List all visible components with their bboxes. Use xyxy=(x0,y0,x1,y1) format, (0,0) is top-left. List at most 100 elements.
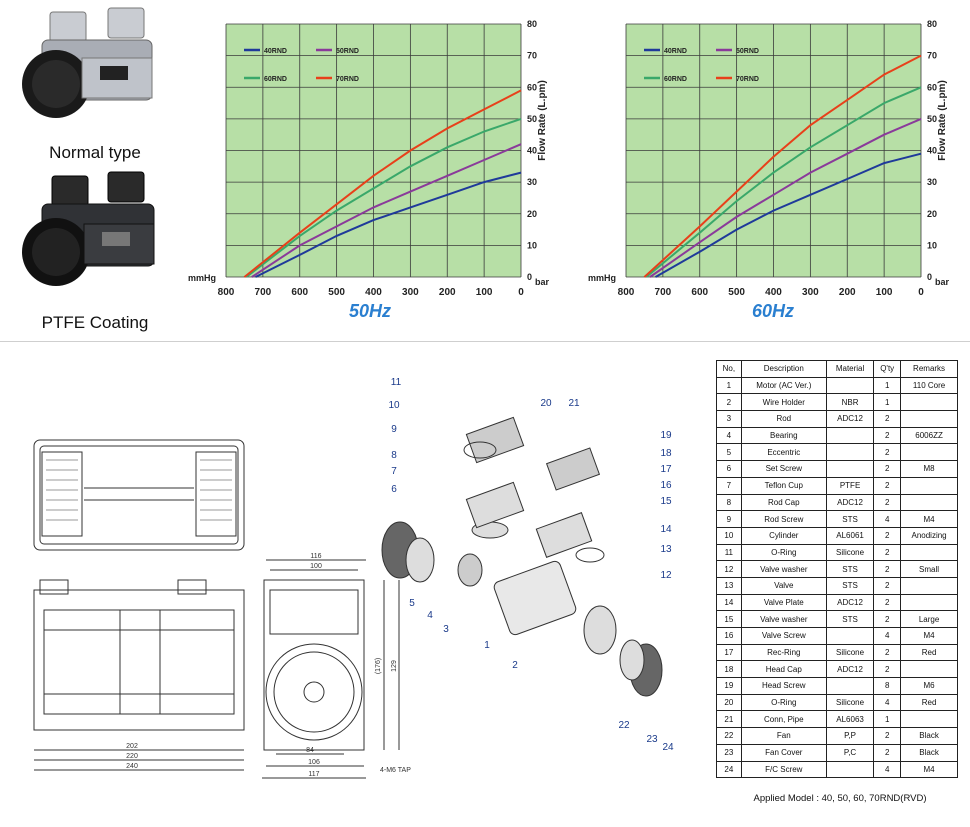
callout-21: 21 xyxy=(568,398,580,409)
callout-11: 11 xyxy=(391,377,402,388)
cell-qty: 2 xyxy=(873,576,902,595)
x-tick-label: 800 xyxy=(618,287,635,298)
cell-material: STS xyxy=(825,576,875,595)
cell-no: 24 xyxy=(716,760,742,779)
cell-remarks xyxy=(900,493,958,512)
cell-description: Eccentric xyxy=(740,443,827,462)
pump-type-label-normal: Normal type xyxy=(49,143,141,162)
legend-label-50rnd: 50RND xyxy=(336,48,359,55)
cell-qty: 1 xyxy=(873,376,902,395)
cell-no: 20 xyxy=(716,693,742,712)
cell-material: ADC12 xyxy=(825,410,875,428)
legend-label-60rnd: 60RND xyxy=(264,76,287,83)
cell-material xyxy=(825,760,875,779)
cell-no: 8 xyxy=(716,493,742,512)
chart-title-50hz: 50Hz xyxy=(348,301,392,321)
x-tick-label: 600 xyxy=(691,287,708,298)
cell-no: 15 xyxy=(716,610,742,628)
cell-no: 2 xyxy=(716,393,742,412)
cell-qty: 2 xyxy=(873,727,902,745)
cell-qty: 4 xyxy=(873,627,902,645)
cell-remarks: Red xyxy=(900,643,958,662)
callout-6: 6 xyxy=(391,484,397,495)
cell-qty: 2 xyxy=(873,610,902,628)
cell-material: ADC12 xyxy=(825,493,875,512)
cell-description: Rod xyxy=(740,410,827,428)
cell-qty: 4 xyxy=(873,693,902,712)
cell-remarks xyxy=(900,576,958,595)
cell-description: Valve xyxy=(740,576,827,595)
legend-label-70rnd: 70RND xyxy=(736,76,759,83)
cell-material: NBR xyxy=(825,393,875,412)
pump-type-label-ptfe: PTFE Coating xyxy=(41,313,149,332)
x-tick-label: 500 xyxy=(728,287,745,298)
cell-material xyxy=(825,376,875,395)
cell-no: 4 xyxy=(716,426,742,445)
cell-description: Valve Plate xyxy=(740,593,827,612)
y-tick-label: 70 xyxy=(527,51,537,61)
series-line-50rnd xyxy=(251,143,522,278)
cell-description: Rod Cap xyxy=(740,493,827,512)
cell-description: Head Screw xyxy=(740,677,827,695)
side-view-drawing xyxy=(262,559,400,779)
cell-remarks xyxy=(900,443,958,462)
cell-qty: 2 xyxy=(873,543,902,562)
x-tick-label: 100 xyxy=(876,287,893,298)
x-tick-label: 500 xyxy=(328,287,345,298)
cell-remarks xyxy=(900,710,958,729)
cell-material: Silicone xyxy=(825,693,875,712)
dim-116: 116 xyxy=(310,553,321,560)
dim-129: 129 xyxy=(391,660,398,672)
cell-material: ADC12 xyxy=(825,593,875,612)
cell-material: STS xyxy=(825,510,875,528)
cell-remarks: 6006ZZ xyxy=(900,426,958,445)
series-line-50rnd xyxy=(649,117,922,278)
cell-remarks: M4 xyxy=(900,760,958,779)
cell-remarks: Black xyxy=(900,743,958,762)
y-tick-label: 60 xyxy=(927,82,937,92)
cell-no: 16 xyxy=(716,627,742,645)
y-tick-label: 10 xyxy=(527,240,537,250)
cell-no: 21 xyxy=(716,710,742,729)
x-tick-label: 200 xyxy=(839,287,856,298)
y-tick-label: 80 xyxy=(527,19,537,29)
chart-title-60hz: 60Hz xyxy=(751,301,795,321)
callout-7: 7 xyxy=(391,466,397,477)
cell-remarks: M4 xyxy=(900,627,958,645)
cell-qty: 1 xyxy=(873,393,902,412)
y-tick-label: 20 xyxy=(527,209,537,219)
cell-no: 13 xyxy=(716,576,742,595)
cell-qty: 2 xyxy=(873,476,902,495)
cell-description: Wire Holder xyxy=(740,393,827,412)
dim-240: 240 xyxy=(126,763,138,770)
dim-84: 84 xyxy=(306,747,314,754)
cell-material: P,C xyxy=(825,743,875,762)
dim-176: (176) xyxy=(375,658,382,674)
tap-label: 4-M6 TAP xyxy=(380,767,411,774)
header-material: Material xyxy=(825,360,875,378)
cell-material xyxy=(825,460,875,478)
callout-9: 9 xyxy=(391,424,397,435)
cell-qty: 2 xyxy=(873,426,902,445)
cell-qty: 8 xyxy=(873,677,902,695)
callout-18: 18 xyxy=(660,448,672,459)
cell-material: Silicone xyxy=(825,643,875,662)
cell-material: AL6063 xyxy=(825,710,875,729)
pump-photo-normal xyxy=(22,2,162,140)
cell-no: 14 xyxy=(716,593,742,612)
cell-material: AL6061 xyxy=(825,526,875,545)
cell-qty: 2 xyxy=(873,743,902,762)
cell-qty: 2 xyxy=(873,460,902,478)
x-tick-label: 0 xyxy=(518,287,524,298)
